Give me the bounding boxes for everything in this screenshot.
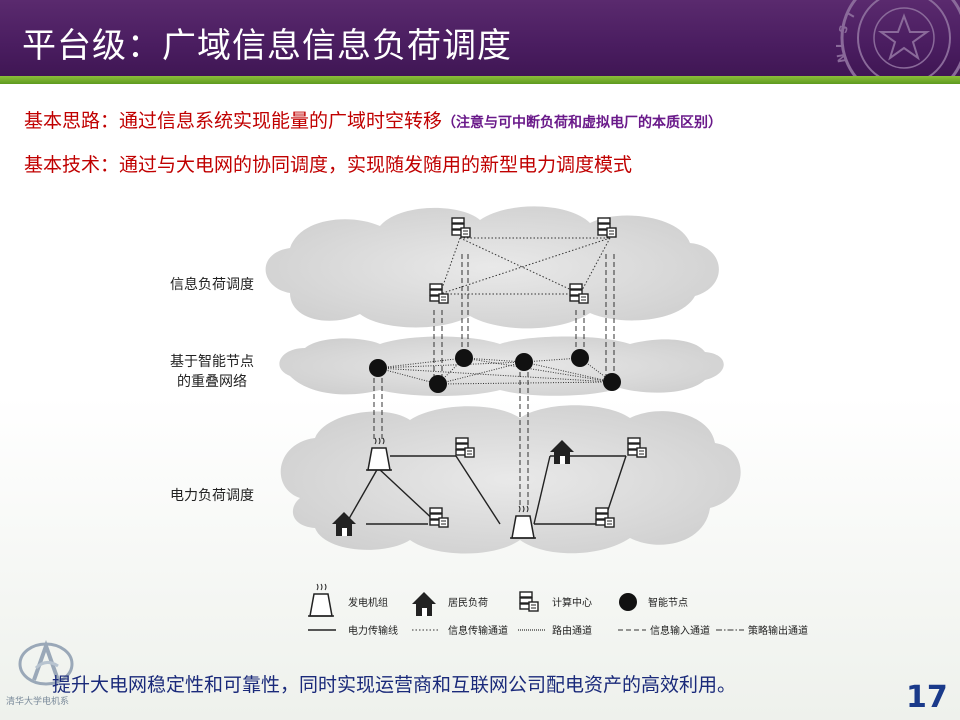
svg-text:S: S xyxy=(836,24,851,35)
power-layer-cloud xyxy=(280,405,741,554)
legend-label-smart-node: 智能节点 xyxy=(648,596,688,609)
slide-title: 平台级：广域信息信息负荷调度 xyxy=(22,26,512,66)
smart-node-2 xyxy=(429,375,447,393)
overlay-layer-label-line1: 基于智能节点 xyxy=(170,353,254,370)
power-transmission-lines xyxy=(345,455,627,525)
header-accent-band xyxy=(0,76,960,84)
info-layer-cloud xyxy=(265,206,719,329)
server-icon xyxy=(519,591,539,612)
legend-label-routing: 路由通道 xyxy=(552,624,592,637)
power-layer-label: 电力负荷调度 xyxy=(170,488,254,504)
slide-header xyxy=(0,0,960,82)
overlay-layer-label-line2: 的重叠网络 xyxy=(177,374,247,390)
legend-label-compute: 计算中心 xyxy=(552,596,592,609)
info-layer-label: 信息负荷调度 xyxy=(170,276,254,293)
smart-node-6 xyxy=(603,373,621,391)
basic-technology-text: 基本技术：通过与大电网的协同调度，实现随发随用的新型电力调度模式 xyxy=(24,154,633,176)
department-logo-text: 清华大学电机系 xyxy=(6,697,70,707)
basic-idea-text: 基本思路：通过信息系统实现能量的广域时空转移（注意与可中断负荷和虚拟电厂的本质区… xyxy=(24,106,722,133)
legend-label-output: 策略输出通道 xyxy=(748,624,808,637)
smart-node-4 xyxy=(515,353,533,371)
legend-label-info-channel: 信息传输通道 xyxy=(448,624,508,637)
legend-label-generator: 发电机组 xyxy=(348,596,388,609)
page-number: 17 xyxy=(906,680,948,715)
basic-idea-note: （注意与可中断负荷和虚拟电厂的本质区别） xyxy=(442,115,723,131)
legend-label-power-line: 电力传输线 xyxy=(348,624,398,637)
info-transmission-links xyxy=(439,237,611,295)
legend: 发电机组 居民负荷 计算中心 智能节点 电力传输线 信息传输通道 路由通道 信息… xyxy=(307,583,808,637)
overlay-network-cloud xyxy=(279,336,724,396)
svg-text:N: N xyxy=(835,52,849,63)
node-icon xyxy=(619,593,637,611)
input-output-channels xyxy=(373,254,615,506)
svg-text:I: I xyxy=(834,44,847,48)
conclusion-text: 提升大电网稳定性和可靠性，同时实现运营商和互联网公司配电资产的高效利用。 xyxy=(52,674,737,696)
generator-icon xyxy=(307,583,335,617)
university-seal-logo: T S I N xyxy=(834,0,960,76)
legend-label-residential: 居民负荷 xyxy=(448,596,488,609)
house-icon xyxy=(412,592,436,616)
smart-node-3 xyxy=(455,349,473,367)
basic-idea-main: 基本思路：通过信息系统实现能量的广域时空转移 xyxy=(24,110,443,132)
department-logo xyxy=(6,639,86,710)
legend-label-input: 信息输入通道 xyxy=(650,624,710,637)
smart-node-5 xyxy=(571,349,589,367)
layered-scheduling-diagram: 信息负荷调度 基于智能节点 的重叠网络 电力负荷调度 xyxy=(170,206,808,637)
smart-node-1 xyxy=(369,359,387,377)
